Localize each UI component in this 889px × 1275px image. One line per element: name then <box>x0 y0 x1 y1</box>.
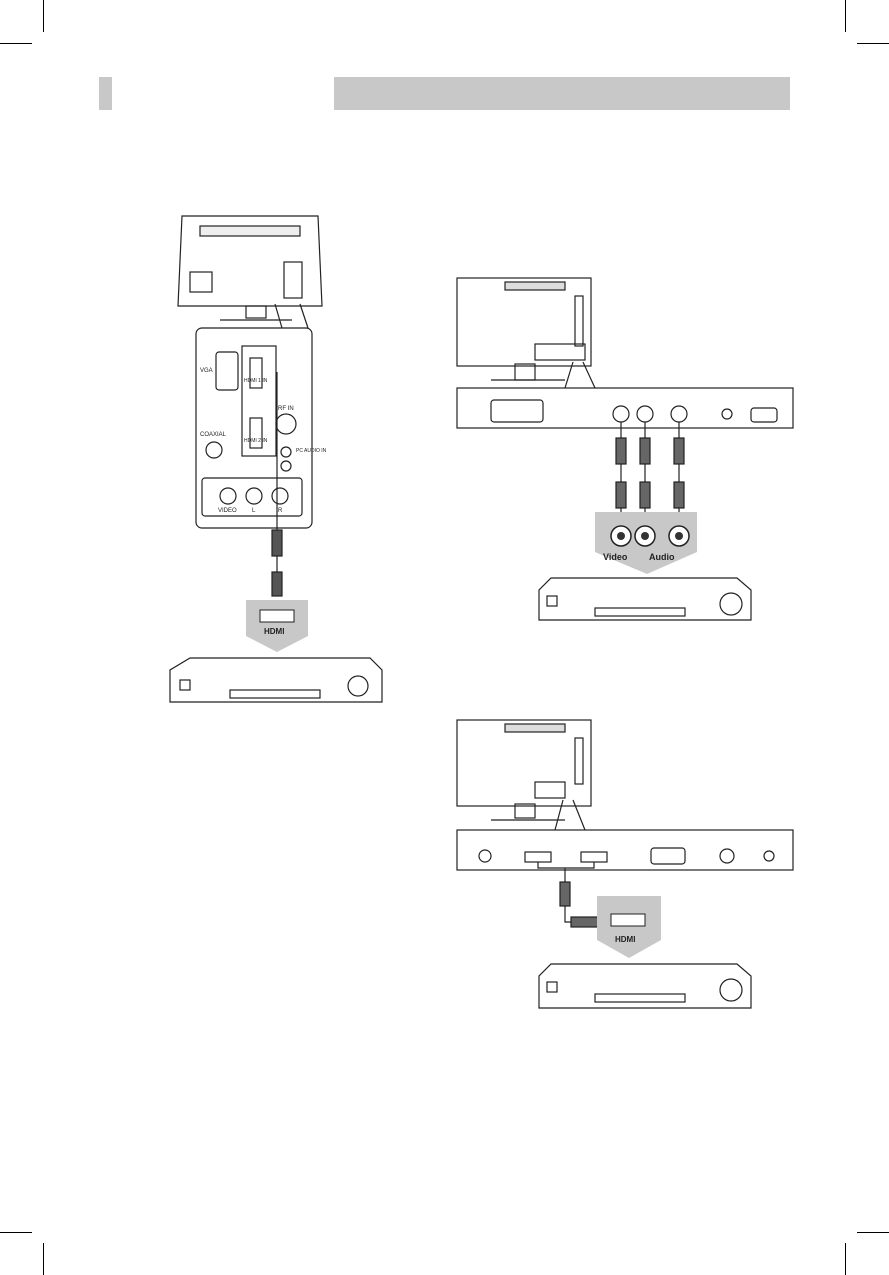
pc-audio-label: PC AUDIO IN <box>296 448 327 454</box>
audio-connector-label: Audio <box>649 552 675 562</box>
av-connection-diagram: Video Audio <box>456 277 794 621</box>
crop-mark <box>845 1243 846 1275</box>
vga-label: VGA <box>200 368 213 374</box>
header-tab-block <box>99 77 112 110</box>
hdmi-connection-diagram-left: VGA HDMI 1 IN HDMI 2 IN RF IN COAXIAL PC… <box>169 215 383 703</box>
rf-label: RF IN <box>278 406 294 412</box>
left-label: L <box>252 508 256 514</box>
crop-mark <box>0 43 32 44</box>
crop-mark <box>0 1232 32 1233</box>
hdmi-cable-label-right: HDMI <box>615 935 635 944</box>
video-connector-label: Video <box>603 552 628 562</box>
hdmi1-label: HDMI 1 IN <box>244 378 268 384</box>
header-bar <box>334 77 790 110</box>
crop-mark <box>43 1243 44 1275</box>
hdmi-cable-label: HDMI <box>264 627 284 636</box>
video-label: VIDEO <box>218 508 237 514</box>
right-label: R <box>278 508 283 514</box>
crop-mark <box>43 0 44 32</box>
crop-mark <box>845 0 846 32</box>
coaxial-label: COAXIAL <box>200 432 227 438</box>
hdmi2-label: HDMI 2 IN <box>244 438 268 444</box>
crop-mark <box>857 1232 889 1233</box>
hdmi-connection-diagram-right: HDMI <box>456 719 794 1009</box>
crop-mark <box>857 43 889 44</box>
